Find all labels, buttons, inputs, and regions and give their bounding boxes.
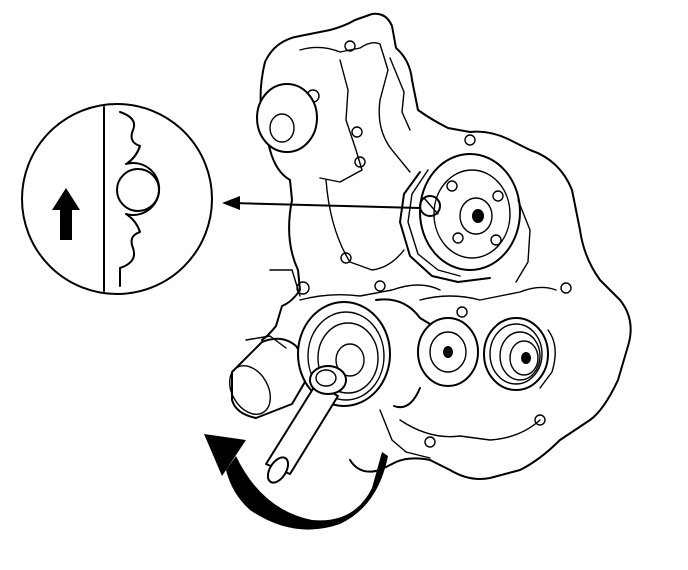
up-arrow-icon xyxy=(52,188,80,240)
bolt xyxy=(354,156,366,168)
cam-cover-edge xyxy=(299,41,411,173)
inset-circle-outline xyxy=(21,103,213,295)
idler-pulley xyxy=(417,317,479,387)
accessory-belt xyxy=(375,298,556,409)
bolt xyxy=(464,134,476,146)
belt-cover-edge xyxy=(325,179,405,271)
alternator-pulley xyxy=(483,317,549,391)
bolt xyxy=(534,414,546,426)
bolt xyxy=(374,280,386,292)
pointer-arrow-icon xyxy=(222,196,421,210)
bolt xyxy=(560,282,572,294)
lower-cover-edge xyxy=(299,284,441,301)
timing-belt xyxy=(399,169,531,283)
bolt xyxy=(424,436,436,448)
crank-tool xyxy=(265,365,347,484)
cam-cover-rib xyxy=(389,57,411,131)
inset-sprocket-profile xyxy=(119,111,161,287)
bolt xyxy=(351,126,363,138)
timing-mark xyxy=(419,195,441,217)
rotation-arrow-icon xyxy=(204,434,388,530)
lower-bracket xyxy=(245,269,431,459)
detail-inset xyxy=(21,103,213,295)
bolt xyxy=(340,252,352,264)
engine-outline-right xyxy=(264,12,632,480)
bolt xyxy=(344,40,356,52)
camshaft-sprocket xyxy=(419,153,521,271)
oil-pan-edge xyxy=(399,419,541,441)
cam-pulley xyxy=(256,83,318,153)
accessory-bracket-edge xyxy=(419,286,557,301)
bolt xyxy=(456,306,468,318)
cam-cover-seam xyxy=(319,59,363,183)
inset-timing-mark-circle xyxy=(116,168,160,212)
oil-filter xyxy=(229,337,313,419)
